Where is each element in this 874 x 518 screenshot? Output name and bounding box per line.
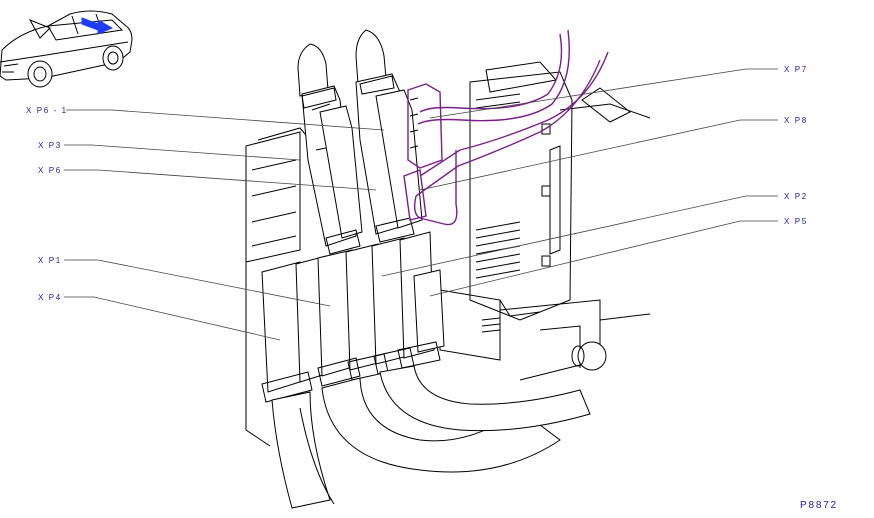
car-thumbnail-icon bbox=[0, 10, 133, 88]
lower-connectors bbox=[261, 231, 591, 509]
label-xp6-1: X P6 - 1 bbox=[26, 106, 68, 115]
label-xp3: X P3 bbox=[38, 141, 62, 150]
label-xp2: X P2 bbox=[784, 192, 808, 201]
label-xp4: X P4 bbox=[38, 293, 62, 302]
label-xp5: X P5 bbox=[784, 217, 808, 226]
label-xp1: X P1 bbox=[38, 256, 62, 265]
purple-wire-harness bbox=[403, 29, 609, 226]
callout-labels: X P6 - 1 X P3 X P6 X P1 X P4 X P7 X P8 X… bbox=[26, 65, 808, 302]
upper-connectors bbox=[297, 29, 423, 255]
label-xp8: X P8 bbox=[784, 116, 808, 125]
figure-reference: P8872 bbox=[800, 500, 838, 511]
label-xp6: X P6 bbox=[38, 166, 62, 175]
location-arrow-icon bbox=[81, 17, 114, 35]
leader-lines bbox=[64, 68, 778, 341]
label-xp7: X P7 bbox=[784, 65, 808, 74]
fusebox-body bbox=[245, 61, 651, 447]
